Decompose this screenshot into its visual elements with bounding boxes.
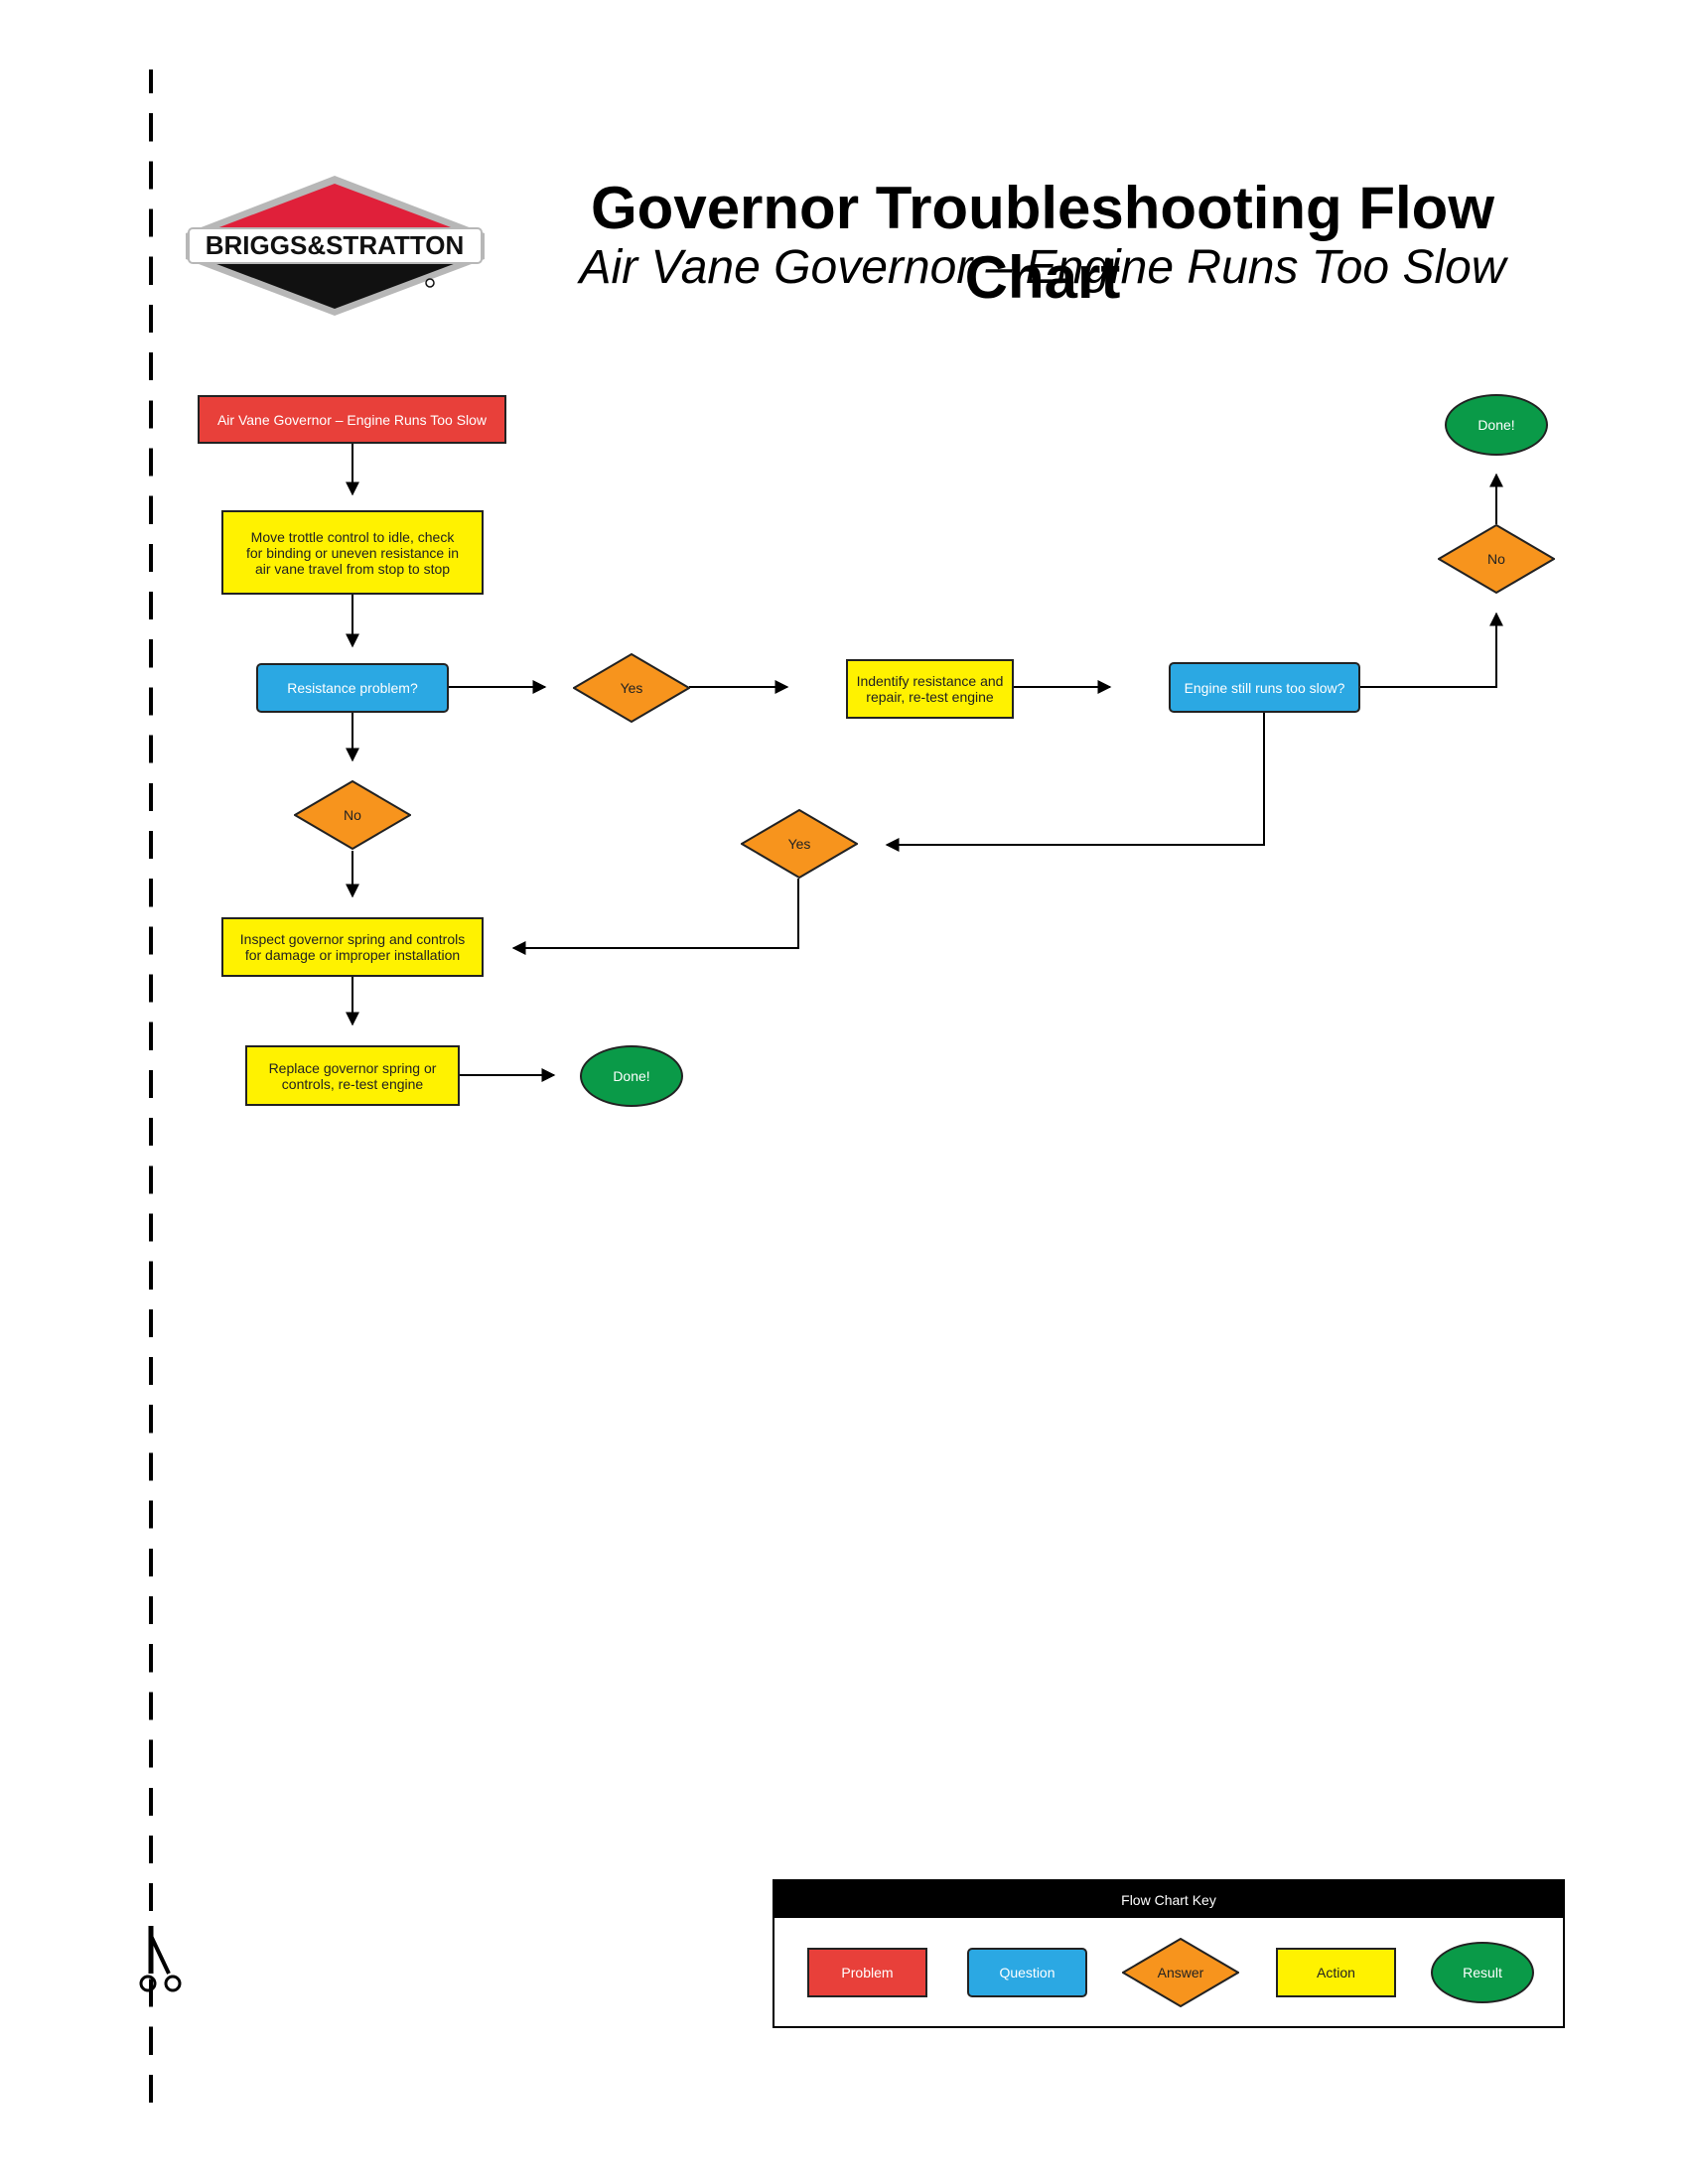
briggs-stratton-logo: BRIGGS&STRATTON (186, 176, 485, 316)
key-answer: Answer (1122, 1938, 1239, 2007)
answer-yes-still-slow: Yes (741, 809, 858, 879)
key-problem: Problem (807, 1948, 927, 1997)
action-replace-spring: Replace governor spring or controls, re-… (245, 1045, 460, 1106)
answer-no-top-label: No (1487, 551, 1505, 567)
answer-no-left: No (294, 780, 411, 850)
result-done-top: Done! (1445, 394, 1548, 456)
arrow-still-slow-to-yes (885, 711, 1265, 852)
cut-line (149, 69, 153, 2105)
key-action: Action (1276, 1948, 1396, 1997)
key-answer-label: Answer (1157, 1965, 1204, 1980)
problem-box: Air Vane Governor – Engine Runs Too Slow (198, 395, 506, 444)
answer-yes-label: Yes (620, 680, 643, 696)
answer-yes-resistance: Yes (573, 653, 690, 723)
key-title: Flow Chart Key (774, 1881, 1563, 1918)
flow-chart-key: Flow Chart Key Problem Question Answer A… (773, 1879, 1565, 2028)
answer-no-left-label: No (344, 807, 361, 823)
brand-text: BRIGGS&STRATTON (206, 230, 464, 260)
action-inspect-governor: Inspect governor spring and controls for… (221, 917, 484, 977)
result-done-bottom: Done! (580, 1045, 683, 1107)
action-identify-resistance: Indentify resistance and repair, re-test… (846, 659, 1014, 719)
question-still-slow: Engine still runs too slow? (1169, 662, 1360, 713)
arrow-yes-to-inspect (511, 879, 799, 955)
answer-yes-2-label: Yes (787, 836, 811, 852)
question-resistance: Resistance problem? (256, 663, 449, 713)
page-subtitle: Air Vane Governor – Engine Runs Too Slow (579, 241, 1506, 294)
action-move-throttle: Move trottle control to idle, check for … (221, 510, 484, 595)
arrow-still-slow-to-no (1358, 612, 1503, 688)
key-question: Question (967, 1948, 1087, 1997)
scissors-icon (139, 1926, 182, 1992)
answer-no-top: No (1438, 524, 1555, 594)
page-title: Governor Troubleshooting Flow Chart (591, 175, 1494, 311)
key-result: Result (1431, 1942, 1534, 2003)
